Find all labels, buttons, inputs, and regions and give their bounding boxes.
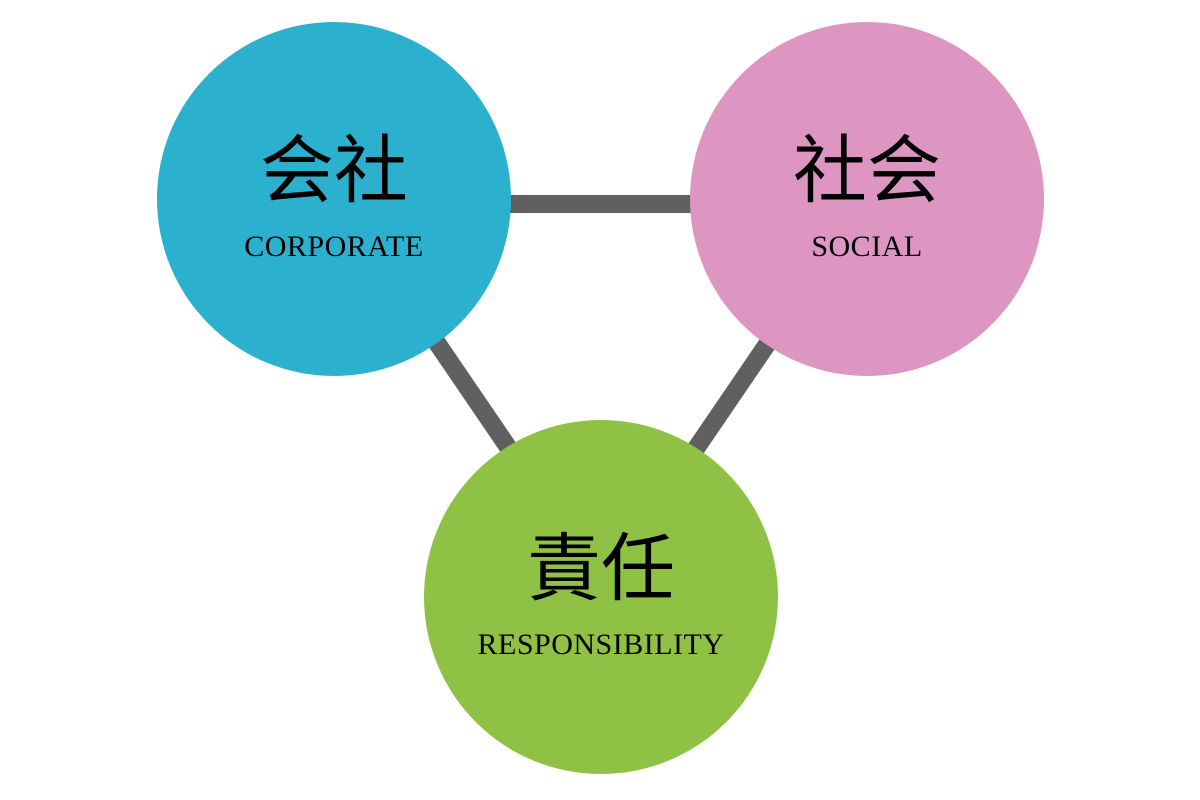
social-label: SOCIAL <box>811 230 923 263</box>
responsibility-kanji: 責任 <box>527 526 675 612</box>
connector-corporate-responsibility <box>427 334 518 456</box>
connector-social-responsibility <box>687 334 778 456</box>
node-corporate: 会社 CORPORATE <box>157 22 511 376</box>
corporate-label: CORPORATE <box>244 230 424 263</box>
social-kanji: 社会 <box>793 128 941 214</box>
node-social: 社会 SOCIAL <box>690 22 1044 376</box>
corporate-kanji: 会社 <box>260 128 408 214</box>
node-responsibility: 責任 RESPONSIBILITY <box>424 420 778 774</box>
responsibility-label: RESPONSIBILITY <box>477 628 725 661</box>
